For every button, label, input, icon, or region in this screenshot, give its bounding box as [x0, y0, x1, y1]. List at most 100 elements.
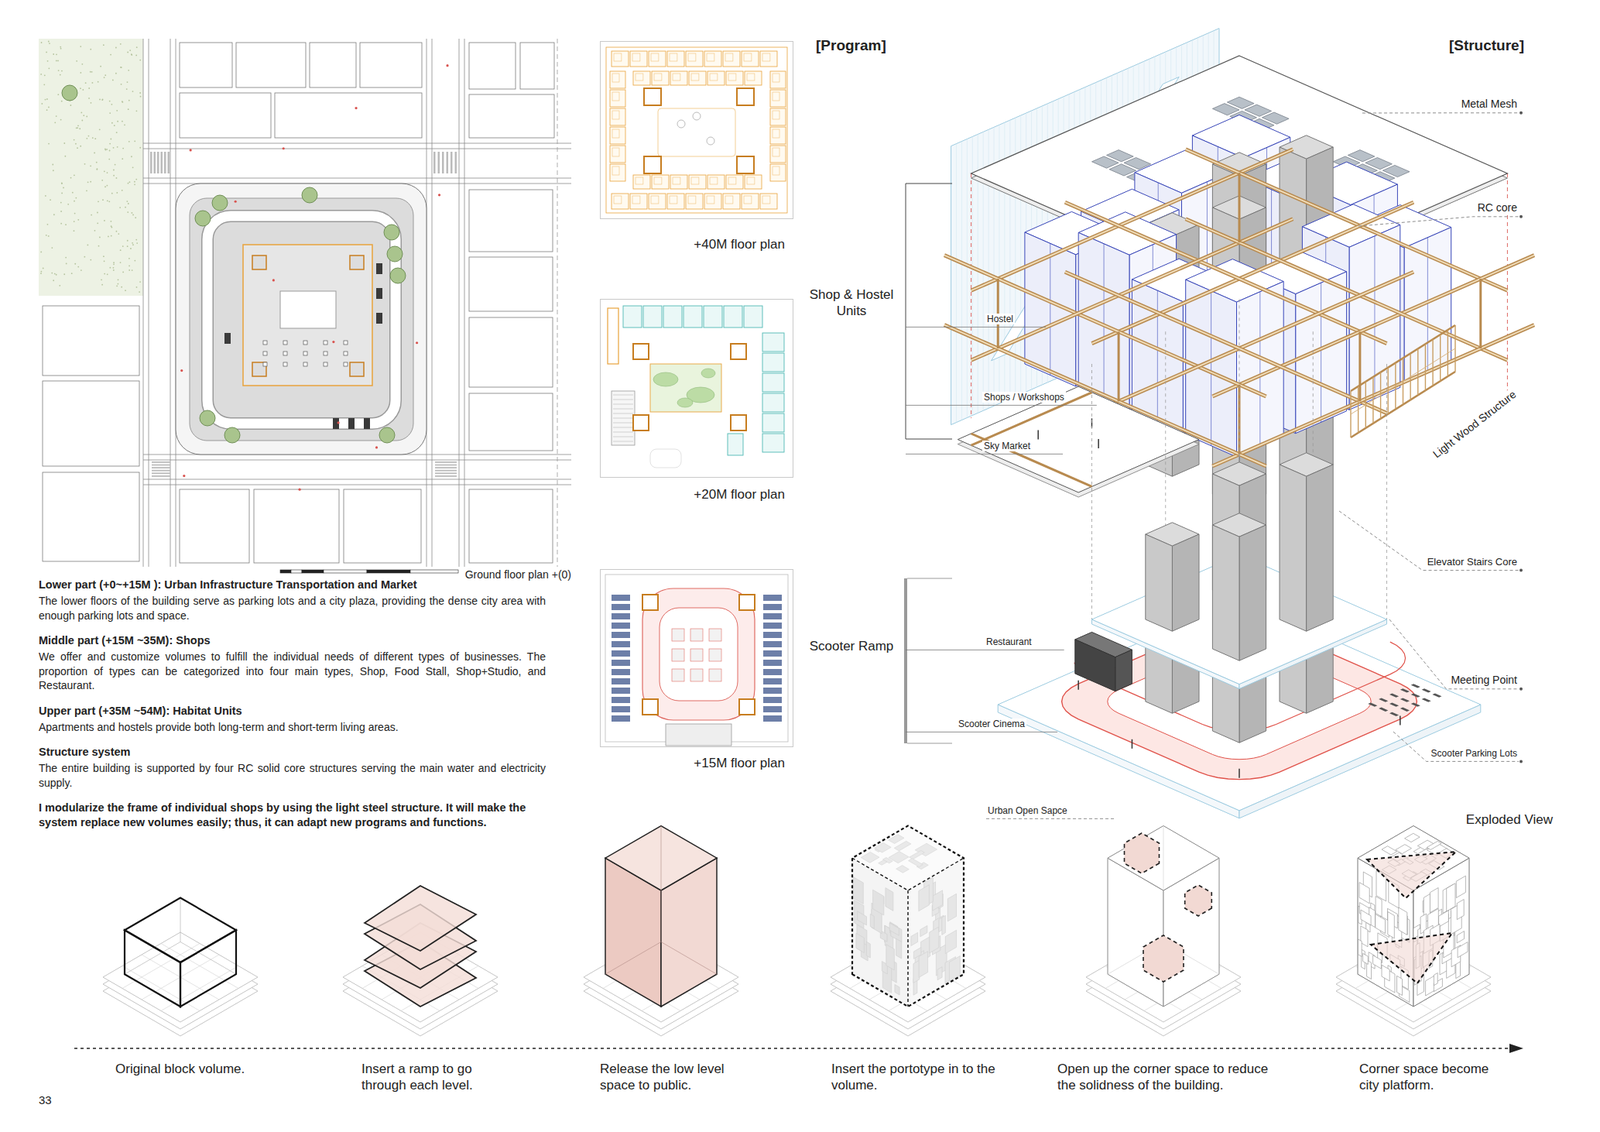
- illustration-rect: [520, 42, 555, 90]
- illustration-rect: [469, 94, 555, 138]
- illustration-circle: [212, 195, 228, 211]
- step-caption: Corner space become city platform.: [1359, 1060, 1499, 1094]
- illustration-circle: [136, 46, 138, 48]
- illustration-circle: [44, 195, 47, 197]
- illustration-polygon: [1378, 707, 1388, 712]
- illustration-path: [907, 743, 953, 744]
- illustration-rect: [725, 53, 734, 62]
- illustration-circle: [79, 71, 82, 74]
- illustration-path: [161, 966, 239, 1011]
- illustration-path: [966, 138, 968, 418]
- illustration-rect: [151, 466, 171, 469]
- illustration-polygon: [1457, 942, 1468, 958]
- step-caption: Release the low level space to public.: [599, 1060, 747, 1094]
- illustration-rect: [283, 362, 288, 367]
- illustration-circle: [80, 112, 83, 114]
- illustration-path: [970, 173, 972, 418]
- illustration-rect: [161, 151, 164, 174]
- illustration-polygon: [909, 849, 926, 859]
- illustration-rect: [263, 340, 268, 345]
- illustration-rect: [671, 648, 685, 662]
- illustration-rect: [763, 622, 782, 629]
- illustration-rect: [207, 215, 396, 424]
- illustration-rect: [670, 71, 688, 86]
- illustration-circle: [134, 216, 137, 219]
- step-caption: Insert the portotype in to the volume.: [831, 1060, 1025, 1094]
- illustration-polygon: [1426, 840, 1442, 850]
- illustration-circle: [82, 114, 85, 117]
- illustration-path: [1037, 430, 1039, 440]
- illustration-path: [1049, 243, 1051, 375]
- plan-caption: Ground floor plan +(0): [465, 568, 572, 582]
- illustration-circle: [47, 143, 50, 145]
- illustration-circle: [122, 147, 124, 150]
- illustration-rect: [154, 151, 157, 174]
- illustration-circle: [95, 161, 98, 164]
- illustration-rect: [651, 174, 669, 189]
- illustration-path: [1358, 331, 1361, 401]
- illustration-circle: [40, 73, 42, 76]
- illustration-circle: [122, 271, 124, 274]
- callout-label: Hostel: [985, 313, 1015, 325]
- illustration-circle: [445, 64, 449, 67]
- illustration-rect: [280, 291, 336, 329]
- illustration-rect: [303, 340, 308, 345]
- illustration-circle: [85, 189, 88, 192]
- illustration-circle: [127, 202, 130, 205]
- illustration-path: [1091, 202, 1414, 343]
- illustration-rect: [366, 569, 411, 573]
- illustration-rect: [343, 489, 422, 563]
- illustration-rect: [609, 89, 626, 107]
- illustration-circle: [93, 152, 96, 155]
- illustration-polygon: [1363, 952, 1369, 964]
- illustration-rect: [760, 51, 778, 67]
- illustration-circle: [85, 137, 88, 140]
- illustration-circle: [298, 488, 301, 491]
- illustration-rect: [772, 110, 780, 120]
- illustration-rect: [763, 705, 782, 713]
- illustration-circle: [46, 109, 48, 111]
- illustration-circle: [110, 235, 113, 237]
- illustration-rect: [151, 475, 171, 477]
- illustration-rect: [726, 71, 744, 86]
- illustration-circle: [139, 92, 141, 94]
- illustration-circle: [73, 220, 76, 223]
- illustration-path: [1157, 290, 1159, 422]
- illustration-rect: [438, 151, 441, 174]
- illustration-circle: [113, 169, 115, 172]
- illustration-circle: [79, 87, 82, 90]
- illustration-circle: [102, 99, 104, 101]
- panel-heading: [Program]: [815, 37, 887, 55]
- illustration-rect: [730, 414, 747, 431]
- illustration-rect: [611, 622, 631, 629]
- callout-label: Scooter Parking Lots: [1429, 747, 1519, 759]
- illustration-polygon: [1092, 156, 1120, 168]
- illustration-rect: [709, 648, 722, 662]
- illustration-circle: [119, 206, 121, 209]
- illustration-circle: [110, 225, 113, 227]
- illustration-path: [1238, 768, 1241, 778]
- illustration-circle: [438, 193, 441, 196]
- illustration-rect: [323, 340, 328, 345]
- illustration-path: [557, 38, 559, 567]
- illustration-circle: [89, 71, 92, 73]
- callout-label: Metal Mesh: [1459, 97, 1519, 111]
- illustration-circle: [109, 100, 111, 103]
- step-caption: Original block volume.: [115, 1060, 317, 1077]
- illustration-polygon: [1124, 832, 1160, 874]
- illustration-circle: [96, 222, 99, 224]
- illustration-polygon: [1404, 832, 1421, 842]
- illustration-polygon: [1381, 964, 1390, 981]
- illustration-polygon: [1239, 524, 1267, 661]
- illustration-circle: [46, 98, 48, 100]
- illustration-circle: [337, 421, 340, 424]
- illustration-polygon: [896, 938, 902, 959]
- illustration-rect: [435, 472, 457, 474]
- illustration-polygon: [889, 922, 899, 936]
- illustration-rect: [688, 53, 696, 62]
- illustration-path: [1259, 291, 1261, 447]
- illustration-rect: [650, 195, 659, 204]
- illustration-circle: [77, 124, 79, 127]
- illustration-polygon: [894, 984, 900, 996]
- illustration-path: [431, 38, 433, 567]
